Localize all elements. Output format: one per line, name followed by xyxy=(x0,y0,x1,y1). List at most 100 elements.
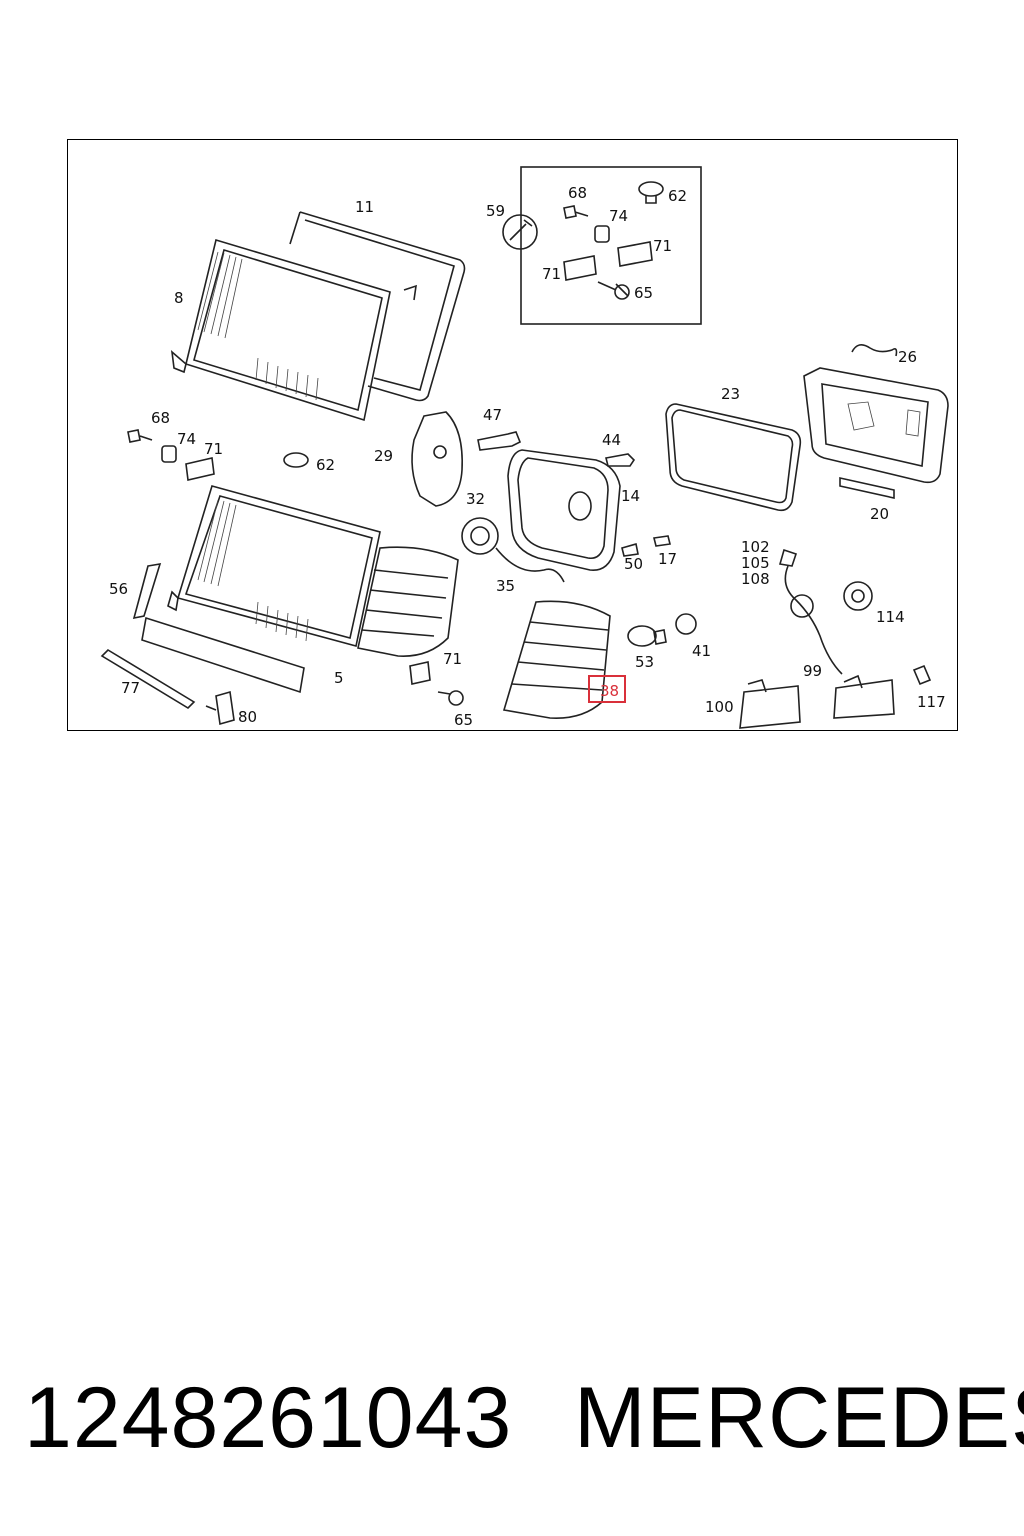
callout-71: 71 xyxy=(542,265,561,283)
part-11-frame xyxy=(299,211,466,402)
callout-99: 99 xyxy=(803,662,822,680)
callout-71: 71 xyxy=(443,650,462,668)
part-20-bracket xyxy=(839,477,895,499)
part-62-clip-stem xyxy=(645,195,657,204)
part-100-marker xyxy=(739,685,801,729)
callout-23: 23 xyxy=(721,385,740,403)
part-8-hatching xyxy=(197,251,319,401)
part-62-clip xyxy=(638,181,664,197)
part-100-bulb xyxy=(747,679,767,693)
part-5-hatching xyxy=(197,499,309,642)
callout-71: 71 xyxy=(653,237,672,255)
part-29-center xyxy=(433,445,447,459)
callout-56: 56 xyxy=(109,580,128,598)
part-38-ribs xyxy=(511,621,609,691)
callout-50: 50 xyxy=(624,555,643,573)
part-23-seal xyxy=(665,403,802,512)
callout-11: 11 xyxy=(355,198,374,216)
part-41-socket xyxy=(675,613,697,635)
callout-14: 14 xyxy=(621,487,640,505)
callout-44: 44 xyxy=(602,431,621,449)
exploded-view-drawing: 38 11 8 59 68 62 74 71 71 65 26 23 68 74… xyxy=(100,166,949,729)
callout-71: 71 xyxy=(204,440,223,458)
part-59-wrench-symbol xyxy=(502,214,538,250)
part-8-tab xyxy=(170,350,187,374)
part-117-bulb xyxy=(912,664,932,686)
part-32-socket xyxy=(461,517,499,555)
callout-29: 29 xyxy=(374,447,393,465)
hardware-inset-box xyxy=(520,166,702,325)
wrench-icon xyxy=(509,219,533,241)
part-65-screw-head xyxy=(614,284,630,300)
part-114-grommet xyxy=(843,581,873,611)
callout-68: 68 xyxy=(568,184,587,202)
part-26-spring xyxy=(851,344,898,357)
part-47-bulb xyxy=(477,431,522,451)
part-5-corner-lamp xyxy=(357,546,459,657)
part-99-cable xyxy=(784,565,843,675)
part-11-edge xyxy=(289,211,301,245)
part-77-rod xyxy=(100,648,196,710)
part-20-housing xyxy=(803,367,949,484)
callout-20: 20 xyxy=(870,505,889,523)
callout-59: 59 xyxy=(486,202,505,220)
part-99-marker xyxy=(833,679,895,719)
callout-62: 62 xyxy=(316,456,335,474)
parts-diagram: 38 11 8 59 68 62 74 71 71 65 26 23 68 74… xyxy=(67,139,958,731)
part-5-tab xyxy=(167,590,179,612)
part-23-seal-inner xyxy=(671,409,794,504)
callout-108: 108 xyxy=(741,570,770,588)
part-53-bulb xyxy=(627,625,657,647)
part-11-tab xyxy=(403,284,417,301)
part-56-bracket xyxy=(132,562,162,620)
callout-114: 114 xyxy=(876,608,905,626)
part-53-base xyxy=(653,629,667,645)
part-14-housing-inner xyxy=(517,457,609,560)
part-74-nut xyxy=(594,225,610,243)
callout-38: 38 xyxy=(600,682,619,700)
part-20-housing-inner xyxy=(821,383,929,467)
part-14-lamp xyxy=(568,491,592,521)
part-5-corner-ribs xyxy=(361,569,449,637)
part-102-connector xyxy=(778,548,798,567)
part-8-glass xyxy=(185,238,391,422)
callout-100: 100 xyxy=(705,698,734,716)
part-11-frame-inner xyxy=(304,219,455,391)
highlight-box-38 xyxy=(588,675,626,703)
part-65-screw-b-head xyxy=(448,690,464,706)
part-74-nut-b xyxy=(161,445,177,463)
part-50-bulb xyxy=(621,542,639,557)
callout-65: 65 xyxy=(634,284,653,302)
callout-74: 74 xyxy=(609,207,628,225)
callout-53: 53 xyxy=(635,653,654,671)
callout-74: 74 xyxy=(177,430,196,448)
part-5-lamp xyxy=(176,485,381,647)
callout-68: 68 xyxy=(151,409,170,427)
part-68-screw-b xyxy=(127,429,153,443)
part-38-lens xyxy=(502,600,611,719)
callout-35: 35 xyxy=(496,577,515,595)
part-71-clip-a xyxy=(617,241,653,267)
part-20-detail xyxy=(847,401,921,437)
callout-5: 5 xyxy=(334,669,344,687)
part-29-cap xyxy=(411,411,463,507)
callout-62: 62 xyxy=(668,187,687,205)
part-17-bulb xyxy=(653,535,671,547)
part-71-clip-c xyxy=(409,661,431,685)
part-65-screw-b-shaft xyxy=(437,691,451,695)
callout-8: 8 xyxy=(174,289,184,307)
callout-41: 41 xyxy=(692,642,711,660)
part-99-grommet xyxy=(790,594,814,618)
part-71-clip-d xyxy=(185,457,215,481)
callout-32: 32 xyxy=(466,490,485,508)
callout-80: 80 xyxy=(238,708,257,726)
callout-102: 102 xyxy=(741,538,770,556)
part-35-wire xyxy=(495,547,565,583)
part-99-bulb xyxy=(843,674,863,689)
callout-117: 117 xyxy=(917,693,946,711)
part-14-housing xyxy=(507,449,621,571)
part-80-clip xyxy=(205,690,235,726)
callout-77: 77 xyxy=(121,679,140,697)
callout-17: 17 xyxy=(658,550,677,568)
part-5-lamp-inner xyxy=(184,495,373,639)
